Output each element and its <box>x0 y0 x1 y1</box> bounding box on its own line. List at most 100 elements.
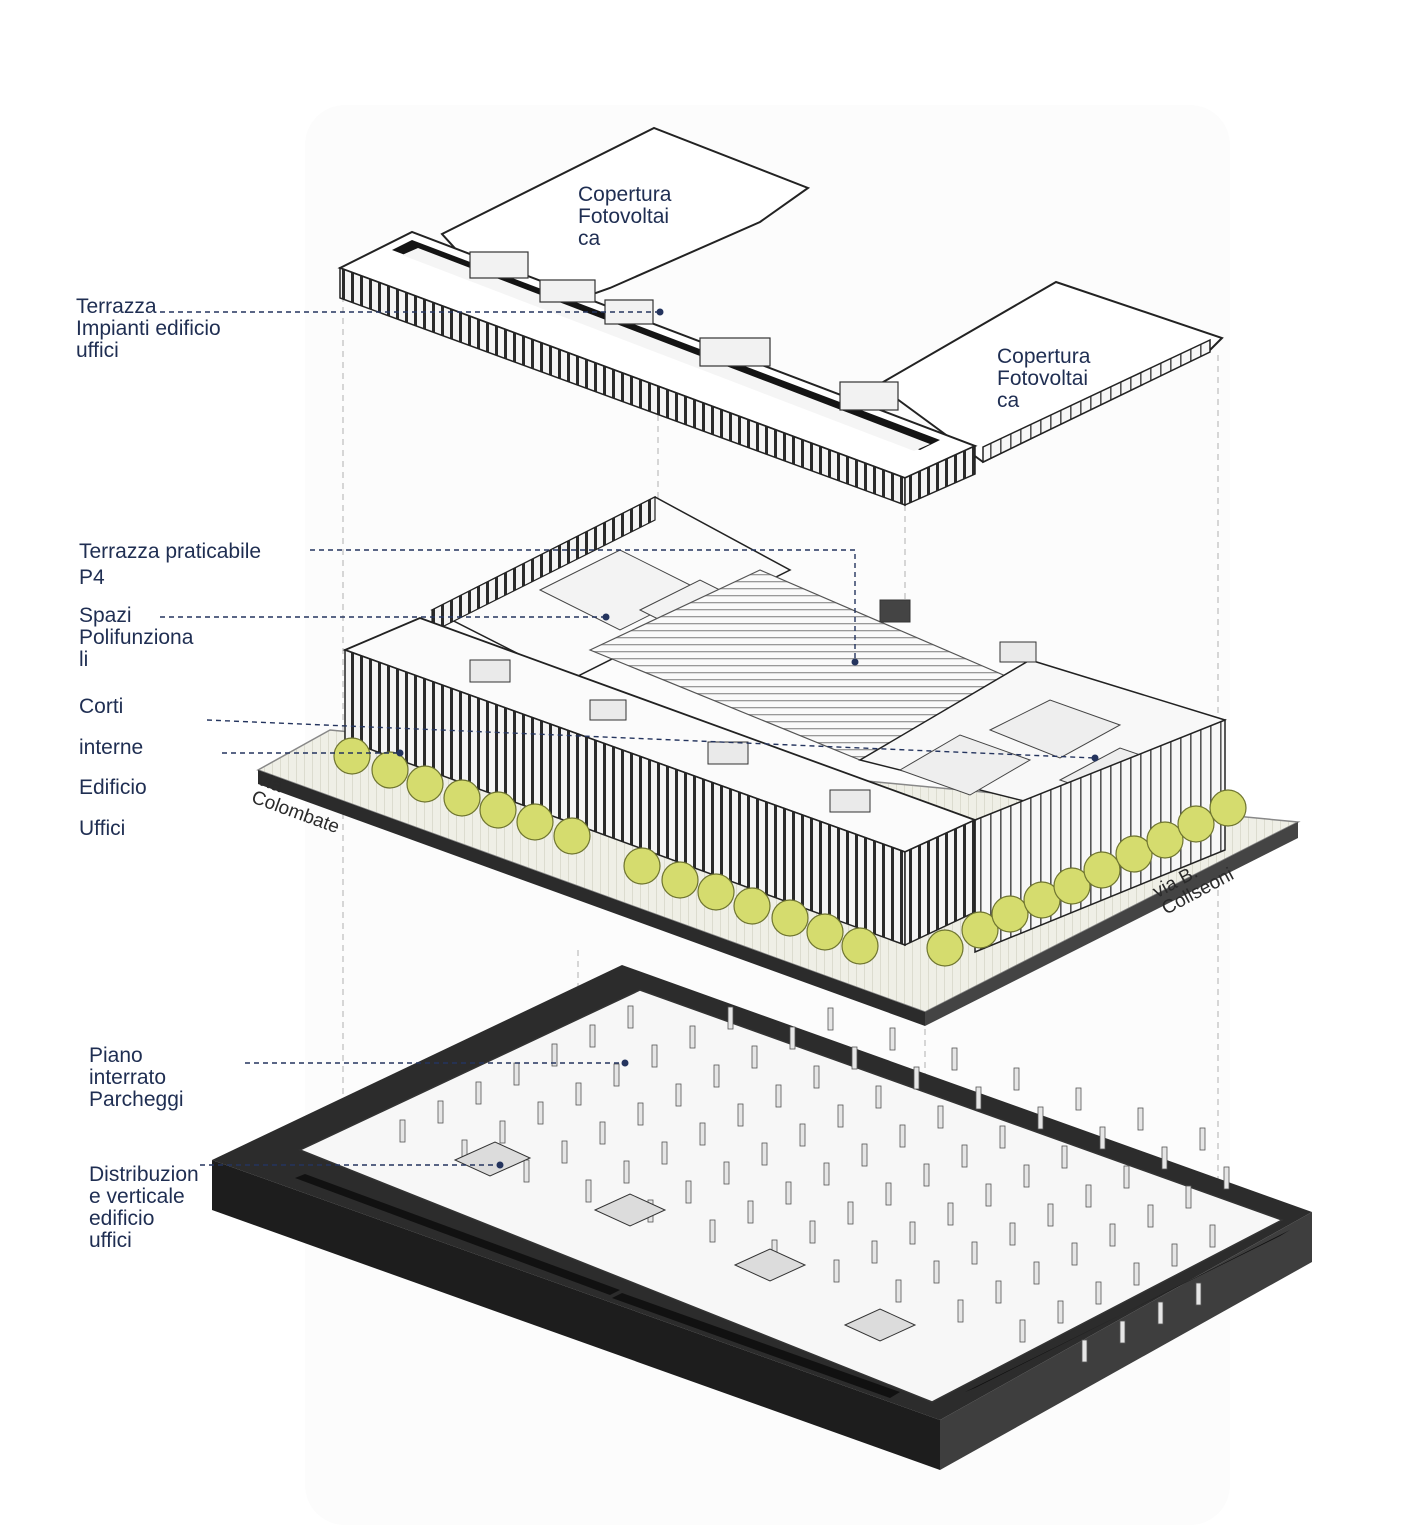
tree <box>1115 835 1153 873</box>
parking-column <box>1137 1107 1144 1131</box>
label-roof-left: Copertura Fotovoltai ca <box>578 183 672 250</box>
parking-column <box>1019 1319 1026 1343</box>
parking-column <box>751 1045 758 1069</box>
tree <box>479 791 517 829</box>
parking-column <box>627 1005 634 1029</box>
parking-slab-side-right <box>940 1212 1312 1470</box>
parking-column <box>1061 1145 1068 1169</box>
parking-column <box>623 1160 630 1184</box>
parking-column <box>1047 1203 1054 1227</box>
parking-column <box>475 1081 482 1105</box>
label-courts-3: Edificio <box>79 776 147 799</box>
tree <box>1177 805 1215 843</box>
label-terrace-plant: Terrazza Impianti edificio uffici <box>76 295 221 362</box>
parking-column <box>399 1119 406 1143</box>
parking-column <box>951 1047 958 1071</box>
parking-column <box>1081 1339 1088 1363</box>
parking-column <box>1157 1301 1164 1325</box>
label-roof-right: Copertura Fotovoltai ca <box>997 345 1091 412</box>
parking-column <box>809 1220 816 1244</box>
parking-slab-side-left <box>212 1160 940 1470</box>
leader-lines <box>160 311 1096 1166</box>
parking-column <box>1133 1262 1140 1286</box>
office-level <box>256 496 1301 1026</box>
parking-column <box>1037 1106 1044 1130</box>
parking-column <box>737 1103 744 1127</box>
parking-column <box>895 1279 902 1303</box>
parking-column <box>713 1064 720 1088</box>
parking-column <box>1161 1146 1168 1170</box>
parking-column <box>651 1044 658 1068</box>
parking-column <box>799 1123 806 1147</box>
parking-column <box>1185 1185 1192 1209</box>
roof-right-side <box>982 338 1211 464</box>
parking-column <box>599 1121 606 1145</box>
tree <box>553 817 591 855</box>
parking-column <box>861 1143 868 1167</box>
leader-dots <box>396 308 1099 1169</box>
parking-column <box>727 1006 734 1030</box>
parking-column <box>923 1163 930 1187</box>
parking-level <box>212 965 1312 1470</box>
parking-column <box>537 1101 544 1125</box>
parking-column <box>837 1104 844 1128</box>
tree <box>661 861 699 899</box>
parking-column <box>513 1062 520 1086</box>
parking-column <box>933 1260 940 1284</box>
parking-column <box>709 1219 716 1243</box>
parking-column <box>875 1085 882 1109</box>
parking-column <box>775 1084 782 1108</box>
parking-column <box>1071 1242 1078 1266</box>
tree <box>1053 867 1091 905</box>
parking-column <box>689 1025 696 1049</box>
parking-column <box>937 1105 944 1129</box>
label-vertical-distribution: Distribuzion e verticale edificio uffici <box>89 1163 199 1252</box>
tree <box>406 765 444 803</box>
parking-column <box>1119 1320 1126 1344</box>
parking-column <box>975 1086 982 1110</box>
parking-column <box>637 1102 644 1126</box>
office-plant-units <box>469 599 1037 813</box>
parking-column <box>1195 1282 1202 1306</box>
parking-column <box>889 1027 896 1051</box>
parking-column <box>685 1180 692 1204</box>
parking-column <box>985 1183 992 1207</box>
parking-column <box>827 1007 834 1031</box>
tree <box>733 887 771 925</box>
parking-column <box>437 1100 444 1124</box>
parking-column <box>1223 1166 1230 1190</box>
tree <box>926 929 964 967</box>
tree <box>841 927 879 965</box>
parking-column <box>575 1082 582 1106</box>
tree <box>516 803 554 841</box>
parking-column <box>899 1124 906 1148</box>
parking-column <box>1075 1087 1082 1111</box>
front-block-end <box>904 818 976 947</box>
parking-column <box>613 1063 620 1087</box>
parking-column <box>523 1159 530 1183</box>
parking-column <box>995 1280 1002 1304</box>
parking-column <box>1171 1243 1178 1267</box>
tree <box>697 873 735 911</box>
label-courts-4: Uffici <box>79 817 126 840</box>
parking-column <box>871 1240 878 1264</box>
label-courts-2: interne <box>79 736 144 759</box>
parking-column <box>661 1141 668 1165</box>
label-courts-1: Corti <box>79 695 124 718</box>
parking-column <box>1033 1261 1040 1285</box>
tree <box>961 911 999 949</box>
parking-column <box>1095 1281 1102 1305</box>
parking-column <box>1023 1164 1030 1188</box>
parking-column <box>589 1024 596 1048</box>
plaza-side-right <box>925 822 1298 1026</box>
parking-column <box>909 1221 916 1245</box>
roof-level <box>337 126 1224 507</box>
parking-column <box>1109 1223 1116 1247</box>
tree <box>991 895 1029 933</box>
roof-facade-side <box>904 444 976 507</box>
parking-stair-cores <box>453 1141 917 1342</box>
tree <box>371 751 409 789</box>
parking-column <box>957 1299 964 1323</box>
label-terrace-walkable: Terrazza praticabile P4 <box>79 540 262 589</box>
